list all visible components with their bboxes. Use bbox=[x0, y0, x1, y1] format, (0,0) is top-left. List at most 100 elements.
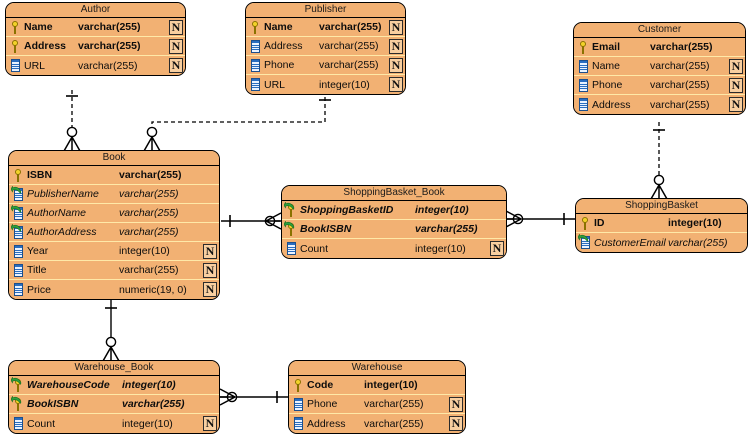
column-icon bbox=[291, 395, 306, 414]
attribute-type: varchar(255) bbox=[650, 98, 710, 111]
attribute-type: varchar(255) bbox=[650, 79, 710, 91]
attribute-type: integer(10) bbox=[364, 379, 418, 391]
attribute-type: varchar(255) bbox=[119, 226, 179, 238]
attribute-type: varchar(255) bbox=[319, 59, 379, 71]
relationship-book-warehousebook[interactable] bbox=[102, 300, 120, 362]
foreign-key-arrow-icon bbox=[11, 223, 22, 232]
relationship-warehouse-warehousebook[interactable] bbox=[219, 388, 288, 406]
entity-title-publisher: Publisher bbox=[246, 3, 405, 18]
column-icon bbox=[11, 414, 26, 433]
primary-key-icon bbox=[248, 18, 263, 37]
attribute-row[interactable]: AuthorName varchar(255) bbox=[9, 204, 219, 223]
column-icon bbox=[248, 75, 263, 94]
attribute-name: CustomerEmail bbox=[594, 236, 666, 249]
primary-key-icon bbox=[576, 38, 591, 57]
attribute-type: integer(10) bbox=[119, 245, 170, 257]
attribute-name: Count bbox=[27, 417, 56, 430]
attribute-type: varchar(255) bbox=[78, 40, 141, 52]
attribute-name: AuthorName bbox=[27, 207, 86, 219]
foreign-key-column-icon bbox=[11, 185, 26, 204]
attribute-name: Code bbox=[307, 379, 334, 391]
attribute-row[interactable]: Count integer(10) N bbox=[9, 414, 219, 433]
relationship-publisher-book[interactable] bbox=[143, 90, 331, 152]
attribute-row[interactable]: ID integer(10) bbox=[576, 214, 747, 233]
nullable-marker: N bbox=[449, 416, 463, 431]
attribute-type: integer(10) bbox=[668, 217, 722, 229]
nullable-marker: N bbox=[203, 244, 217, 259]
attribute-name: ID bbox=[594, 217, 605, 229]
attribute-type: varchar(255) bbox=[78, 59, 138, 72]
column-icon bbox=[291, 414, 306, 433]
attribute-name: PublisherName bbox=[27, 188, 99, 200]
column-icon bbox=[11, 261, 26, 280]
column-icon bbox=[576, 76, 591, 95]
entity-title-shoppingbasket: ShoppingBasket bbox=[576, 199, 747, 214]
foreign-primary-key-icon bbox=[11, 376, 26, 395]
attribute-type: varchar(255) bbox=[119, 207, 179, 219]
nullable-marker: N bbox=[203, 416, 217, 431]
nullable-marker: N bbox=[169, 39, 183, 54]
primary-key-icon bbox=[578, 214, 593, 233]
attribute-type: varchar(255) bbox=[119, 264, 179, 276]
attribute-type: varchar(255) bbox=[650, 41, 713, 53]
relationship-book-shoppingbasketbook[interactable] bbox=[221, 212, 282, 230]
relationship-customer-shoppingbasket[interactable] bbox=[650, 122, 668, 200]
attribute-name: ISBN bbox=[27, 169, 53, 181]
attribute-type: varchar(255) bbox=[122, 398, 185, 410]
entity-title-book: Book bbox=[9, 151, 219, 166]
attribute-name: Title bbox=[27, 264, 47, 276]
attribute-name: Name bbox=[592, 60, 621, 72]
column-icon bbox=[284, 239, 299, 258]
attribute-type: varchar(255) bbox=[650, 60, 710, 72]
attribute-name: Count bbox=[300, 242, 329, 255]
nullable-marker: N bbox=[729, 78, 743, 93]
attribute-row[interactable]: Code integer(10) bbox=[289, 376, 465, 395]
entity-title-warehouse: Warehouse bbox=[289, 361, 465, 376]
attribute-type: integer(10) bbox=[415, 242, 466, 255]
nullable-marker: N bbox=[389, 39, 403, 54]
attribute-name: Price bbox=[27, 283, 51, 296]
foreign-key-column-icon bbox=[11, 204, 26, 223]
relationship-shoppingbasket-sbbook[interactable] bbox=[505, 210, 575, 228]
relationship-author-book[interactable] bbox=[63, 90, 81, 152]
attribute-type: varchar(255) bbox=[319, 40, 379, 52]
attribute-type: integer(10) bbox=[122, 379, 176, 391]
attribute-type: integer(10) bbox=[122, 417, 173, 430]
